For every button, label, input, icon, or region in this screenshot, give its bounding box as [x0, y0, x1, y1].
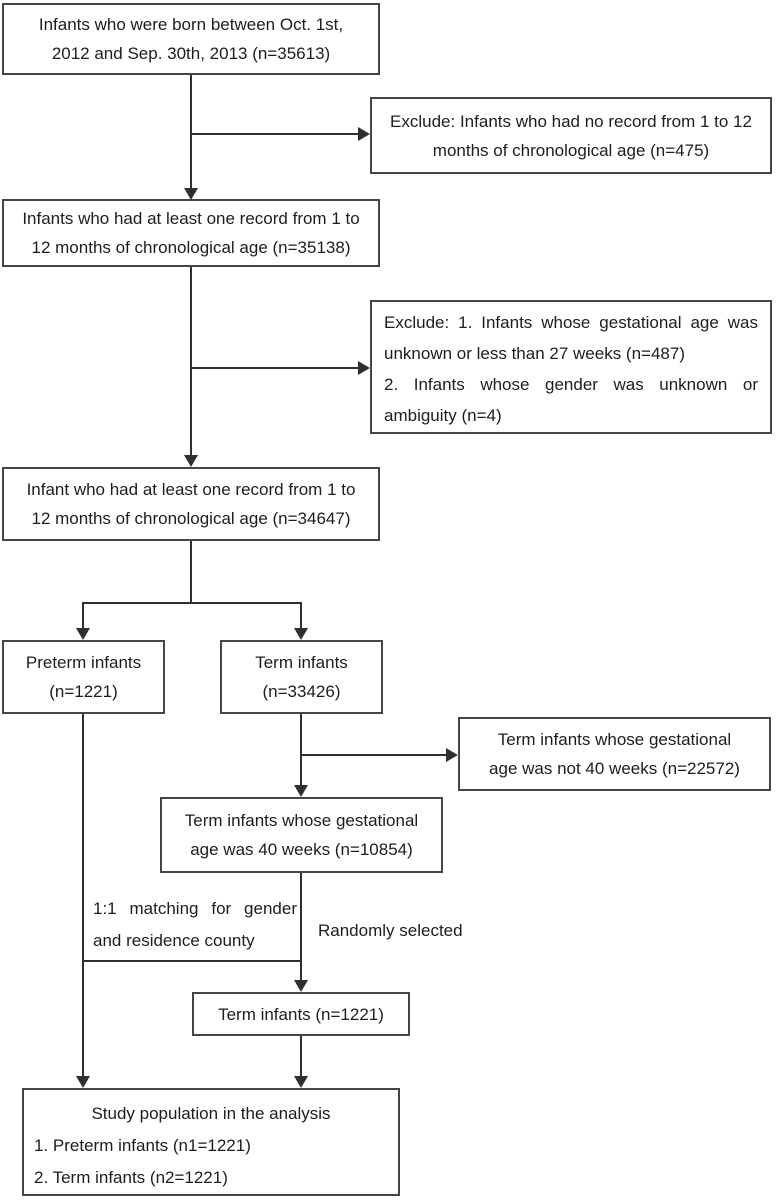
arrowhead-into-exclude1: [358, 127, 370, 141]
exclude-item-gender: 2. Infants whose gender was unknown or a…: [384, 375, 758, 425]
box-term-40-weeks: Term infants whose gestational age was 4…: [160, 797, 443, 873]
box-at-least-one-record: Infants who had at least one record from…: [2, 199, 380, 267]
connector-matching-link: [82, 960, 302, 962]
arrowhead-into-not40w: [446, 748, 458, 762]
connector-split-right: [300, 602, 302, 628]
connector-split-horizontal: [82, 602, 302, 604]
connector-preterm-to-final: [82, 714, 84, 1076]
connector-eligible-down: [190, 541, 192, 604]
arrowhead-into-preterm: [76, 628, 90, 640]
connector-branch-not40w: [300, 754, 446, 756]
box-term-not-40-weeks: Term infants whose gestational age was n…: [458, 717, 771, 791]
connector-term-to-40w: [300, 714, 302, 785]
connector-record-to-eligible: [190, 267, 192, 455]
arrowhead-into-record: [184, 188, 198, 200]
arrowhead-into-exclude2: [358, 361, 370, 375]
box-exclude-no-record: Exclude: Infants who had no record from …: [370, 97, 772, 174]
connector-split-left: [82, 602, 84, 628]
box-term-infants: Term infants (n=33426): [220, 640, 383, 714]
arrowhead-preterm-into-final: [76, 1076, 90, 1088]
exclude-item-gestational: Exclude: 1. Infants whose gestational ag…: [384, 313, 758, 363]
box-eligible-infants: Infant who had at least one record from …: [2, 467, 380, 541]
study-population-title: Study population in the analysis: [91, 1104, 331, 1123]
label-matching: 1:1 matching for gender and residence co…: [93, 893, 297, 957]
study-population-item-term: 2. Term infants (n2=1221): [34, 1168, 228, 1187]
box-exclude-gestational-gender: Exclude: 1. Infants whose gestational ag…: [370, 300, 772, 434]
arrowhead-into-eligible: [184, 455, 198, 467]
arrowhead-into-matched: [294, 980, 308, 992]
study-population-item-preterm: 1. Preterm infants (n1=1221): [34, 1136, 251, 1155]
box-term-matched: Term infants (n=1221): [192, 992, 410, 1036]
box-preterm-infants: Preterm infants (n=1221): [2, 640, 165, 714]
connector-40w-to-matched: [300, 873, 302, 980]
connector-born-to-record: [190, 75, 192, 188]
box-infants-born: Infants who were born between Oct. 1st, …: [2, 3, 380, 75]
box-study-population: Study population in the analysis 1. Pret…: [22, 1088, 400, 1196]
connector-matched-to-final: [300, 1036, 302, 1076]
arrowhead-into-term: [294, 628, 308, 640]
arrowhead-matched-into-final: [294, 1076, 308, 1088]
connector-branch-exclude1: [190, 133, 358, 135]
label-randomly-selected: Randomly selected: [318, 915, 463, 947]
arrowhead-into-40w: [294, 785, 308, 797]
connector-branch-exclude2: [190, 367, 358, 369]
